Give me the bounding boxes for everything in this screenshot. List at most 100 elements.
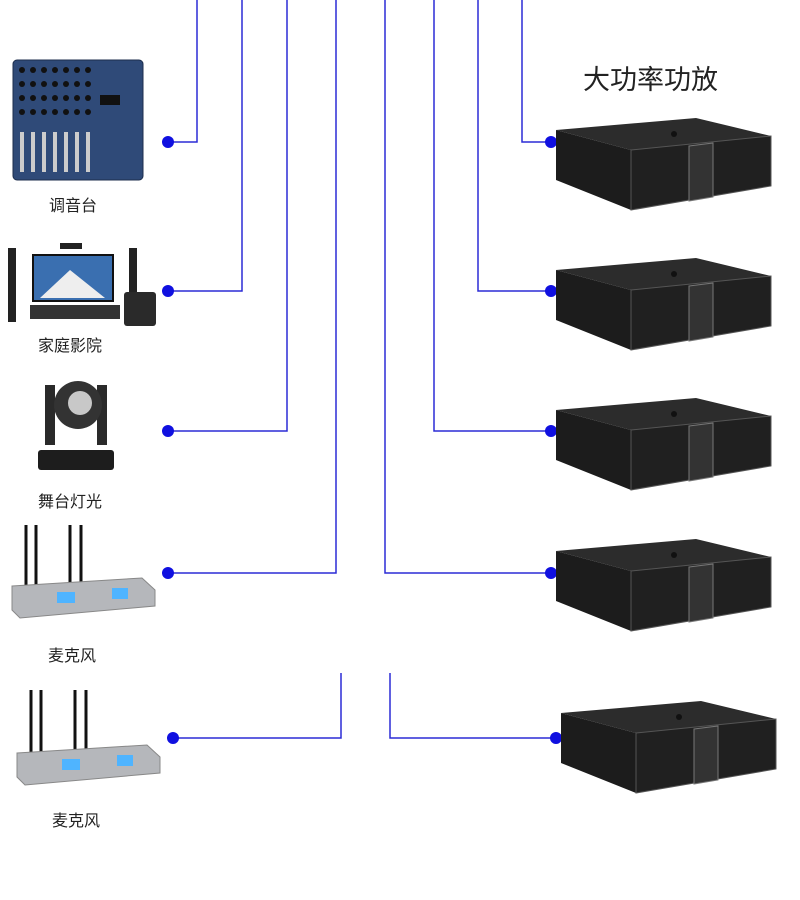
mixer-fader [31,132,35,172]
connection-dot [545,567,557,579]
speaker-left [8,248,16,322]
mixer-knob [85,109,91,115]
mixer-knob [30,81,36,87]
receiver-display [117,755,133,766]
mixer-knob [30,95,36,101]
mixer-fader [20,132,24,172]
mixer-knob [85,67,91,73]
amplifier-logo [671,271,677,277]
amplifier-connection-line [521,0,551,143]
tv-mountain [40,270,105,298]
mixer-knob [52,95,58,101]
amplifier-logo [671,552,677,558]
power-amplifier-icon [556,118,772,211]
amplifier-top [556,398,771,430]
mixer-knob [41,81,47,87]
amplifier-connection-line [477,0,551,292]
source-label-home-theater: 家庭影院 [38,336,103,355]
amplifier-connection-line [384,0,551,574]
source-connection-line [168,0,198,143]
subwoofer [124,292,156,326]
power-amplifier-icon [556,258,772,351]
light-arm [97,385,107,445]
home-theater-icon [8,243,156,326]
amplifier-top [556,258,771,290]
wireless-mic-receiver-icon [11,525,156,619]
amplifier-display [693,725,719,785]
mixer-knob [41,109,47,115]
mixer-knob [74,67,80,73]
connection-dot [550,732,562,744]
receiver-body [11,577,156,619]
amplifier-title: 大功率功放 [583,65,718,96]
amplifier-side [556,551,631,631]
source-connection-line [173,673,342,739]
amplifier-side [561,713,636,793]
mixer-knob [41,95,47,101]
source-connection-line [168,0,243,292]
mixer-icon [12,59,144,181]
tv-stand [30,305,120,319]
amplifier-top [556,118,771,150]
light-arm [45,385,55,445]
mixer-knob [19,95,25,101]
power-amplifier-icon [556,539,772,632]
amplifier-side [556,410,631,490]
mixer-knob [74,81,80,87]
mixer-fader [64,132,68,172]
mixer-knob [30,67,36,73]
mixer-fader [86,132,90,172]
source-connection-line [168,0,337,574]
amplifier-side [556,130,631,210]
source-label-stage-light: 舞台灯光 [38,492,103,511]
mixer-fader [75,132,79,172]
amplifier-side [556,270,631,350]
amplifier-display [688,142,714,202]
mixer-knob [63,67,69,73]
center-speaker [60,243,82,249]
speaker-right [129,248,137,322]
amplifier-display [688,422,714,482]
mixer-knob [85,95,91,101]
mixer-fader [42,132,46,172]
source-label-mixer: 调音台 [49,196,98,215]
mixer-knob [52,67,58,73]
mixer-knob [19,67,25,73]
receiver-display [57,592,75,603]
power-amplifier-icon [556,398,772,491]
connection-dot [162,136,174,148]
mixer-knob [63,109,69,115]
connection-dot [162,285,174,297]
mixer-knob [19,81,25,87]
connection-dot [545,425,557,437]
connection-dot [162,567,174,579]
amplifier-top [556,539,771,571]
connection-dot [167,732,179,744]
mixer-knob [52,109,58,115]
amplifier-top [561,701,776,733]
mixer-knob [30,109,36,115]
source-connection-line [168,0,288,432]
stage-light-icon [38,381,114,470]
mixer-display [100,95,120,105]
mixer-knob [52,81,58,87]
connection-dot [545,285,557,297]
mixer-knob [74,109,80,115]
receiver-body [16,744,161,786]
connection-dot [162,425,174,437]
mixer-knob [74,95,80,101]
power-amplifier-icon [561,701,777,794]
amplifier-display [688,282,714,342]
mixer-knob [63,81,69,87]
mixer-fader [53,132,57,172]
wireless-mic-receiver-icon [16,690,161,786]
receiver-display [112,588,128,599]
mixer-knob [63,95,69,101]
amplifier-display [688,563,714,623]
mixer-knob [41,67,47,73]
amplifier-logo [671,131,677,137]
source-label-mic-1: 麦克风 [48,646,97,665]
